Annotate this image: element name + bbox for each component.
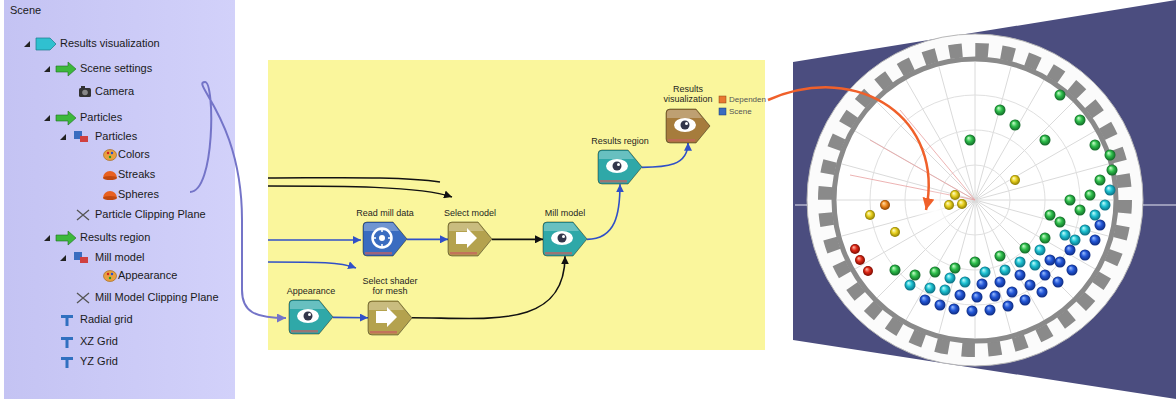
node-label: Mill model (545, 208, 586, 218)
node-icon (597, 149, 643, 185)
connector (407, 239, 448, 241)
node-icon (542, 221, 588, 257)
tree-item: Spheres (118, 188, 159, 201)
workflow-canvas (268, 60, 765, 350)
tree-item: Particles (95, 130, 137, 143)
node-icon (665, 108, 711, 144)
output-arrow (768, 87, 929, 210)
tree-item: YZ Grid (80, 355, 118, 368)
group-icons (56, 62, 76, 245)
input-wires (268, 178, 452, 268)
workflow-node: Results visualization (656, 84, 720, 144)
connector (587, 184, 620, 239)
node-icon (447, 221, 493, 257)
tree-item: XZ Grid (80, 335, 118, 348)
connector (333, 317, 368, 319)
tree-item: Mill model (95, 251, 145, 264)
camera-icon (79, 86, 91, 97)
link-curve (190, 82, 286, 318)
shader-icons (103, 171, 117, 200)
tree-item: Camera (95, 85, 134, 98)
tree-item: Streaks (118, 168, 155, 181)
connector (492, 239, 543, 241)
viewport-screen (793, 0, 1176, 399)
node-icon (362, 221, 408, 257)
tree-item: Particles (80, 111, 122, 124)
node-label: Select shader for mesh (360, 276, 420, 297)
tree-item: Particle Clipping Plane (95, 208, 206, 221)
model-icons (74, 131, 88, 263)
tree-item: Results region (80, 231, 150, 244)
tree-item: Mill Model Clipping Plane (95, 291, 219, 304)
expand-triangles (24, 41, 66, 261)
tree-item: Results visualization (60, 37, 160, 50)
workflow-node: Results region (589, 136, 651, 185)
output-ports (719, 96, 726, 115)
connector (412, 256, 565, 318)
axis-line (795, 205, 1176, 206)
port-label: Scene (729, 107, 752, 117)
connector (642, 143, 688, 168)
results-icon (36, 38, 56, 50)
node-label: Appearance (287, 286, 336, 296)
tree-item: Scene settings (80, 62, 152, 75)
grid-icons (61, 315, 73, 368)
workflow-node: Appearance (285, 286, 338, 335)
node-icon (288, 299, 334, 335)
panel-heading: Scene (4, 0, 235, 16)
node-icon (367, 300, 413, 336)
workflow-node: Select shader for mesh (358, 276, 422, 336)
node-label: Results region (591, 136, 649, 146)
tree-item: Appearance (118, 269, 177, 282)
mill-visualization (807, 34, 1143, 366)
workflow-node: Read mill data (354, 208, 416, 257)
port-label: Dependen (729, 95, 766, 105)
workflow-node: Select model (442, 208, 499, 257)
node-label: Read mill data (356, 208, 414, 218)
workflow-node: Mill model (542, 208, 588, 257)
node-label: Results visualization (658, 84, 718, 105)
tree-item: Radial grid (80, 313, 133, 326)
clip-icons (77, 210, 89, 303)
node-label: Select model (444, 208, 496, 218)
tree-item: Colors (118, 148, 150, 161)
